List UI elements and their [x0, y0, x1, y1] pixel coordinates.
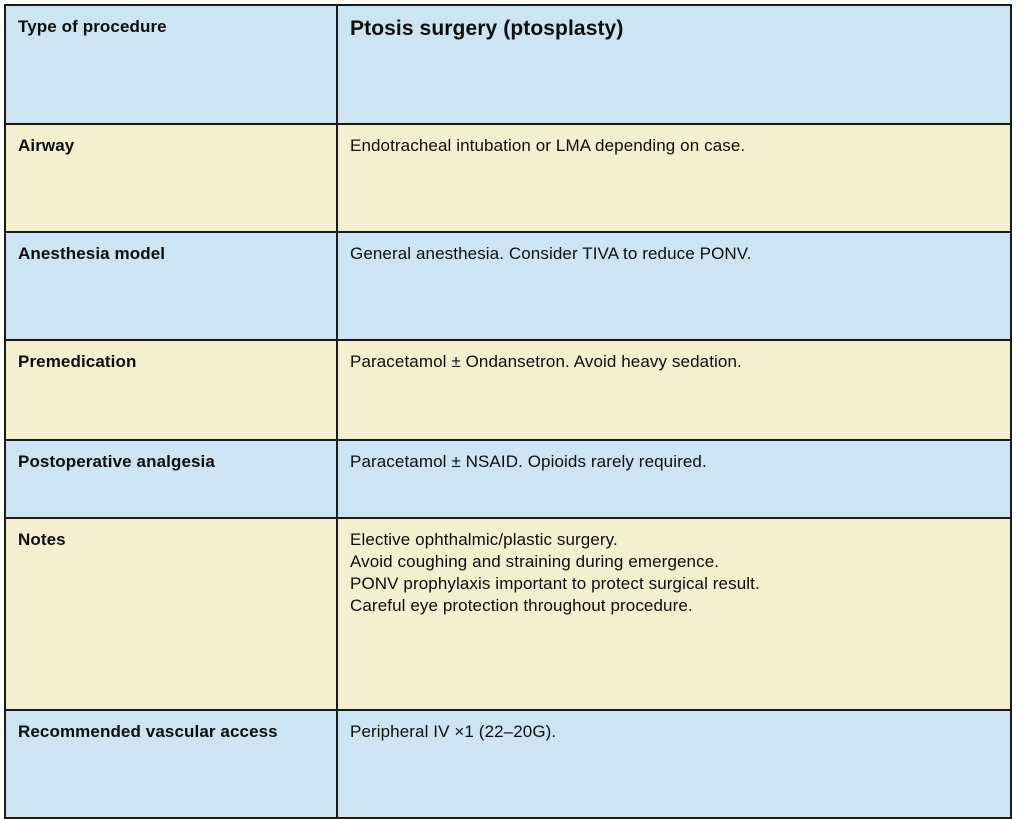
header-label-cell: Type of procedure: [4, 4, 338, 125]
row-value-anesthesia-model: General anesthesia. Consider TIVA to red…: [336, 231, 1012, 341]
row-label-recommended-vascular-access: Recommended vascular access: [4, 709, 338, 819]
row-value-recommended-vascular-access: Peripheral IV ×1 (22–20G).: [336, 709, 1012, 819]
note-line: Avoid coughing and straining during emer…: [350, 552, 720, 572]
row-value-airway: Endotracheal intubation or LMA depending…: [336, 123, 1012, 233]
table-row-postoperative-analgesia: Postoperative analgesia Paracetamol ± NS…: [4, 439, 1012, 519]
note-line: PONV prophylaxis important to protect su…: [350, 574, 760, 594]
procedure-reference-table: Type of procedure Ptosis surgery (ptospl…: [4, 4, 1012, 819]
table-header-row: Type of procedure Ptosis surgery (ptospl…: [4, 4, 1012, 125]
table-row-recommended-vascular-access: Recommended vascular access Peripheral I…: [4, 709, 1012, 819]
table-row-premedication: Premedication Paracetamol ± Ondansetron.…: [4, 339, 1012, 441]
note-line: Careful eye protection throughout proced…: [350, 596, 693, 616]
row-label-notes: Notes: [4, 517, 338, 711]
row-label-postoperative-analgesia: Postoperative analgesia: [4, 439, 338, 519]
row-label-anesthesia-model: Anesthesia model: [4, 231, 338, 341]
table-row-airway: Airway Endotracheal intubation or LMA de…: [4, 123, 1012, 233]
note-line: Elective ophthalmic/plastic surgery.: [350, 530, 618, 549]
row-value-premedication: Paracetamol ± Ondansetron. Avoid heavy s…: [336, 339, 1012, 441]
table-row-notes: Notes Elective ophthalmic/plastic surger…: [4, 517, 1012, 711]
page-canvas: Type of procedure Ptosis surgery (ptospl…: [4, 4, 1012, 819]
row-value-postoperative-analgesia: Paracetamol ± NSAID. Opioids rarely requ…: [336, 439, 1012, 519]
table-row-anesthesia-model: Anesthesia model General anesthesia. Con…: [4, 231, 1012, 341]
procedure-title-cell: Ptosis surgery (ptosplasty): [336, 4, 1012, 125]
row-label-premedication: Premedication: [4, 339, 338, 441]
row-value-notes: Elective ophthalmic/plastic surgery. Avo…: [336, 517, 1012, 711]
row-label-airway: Airway: [4, 123, 338, 233]
